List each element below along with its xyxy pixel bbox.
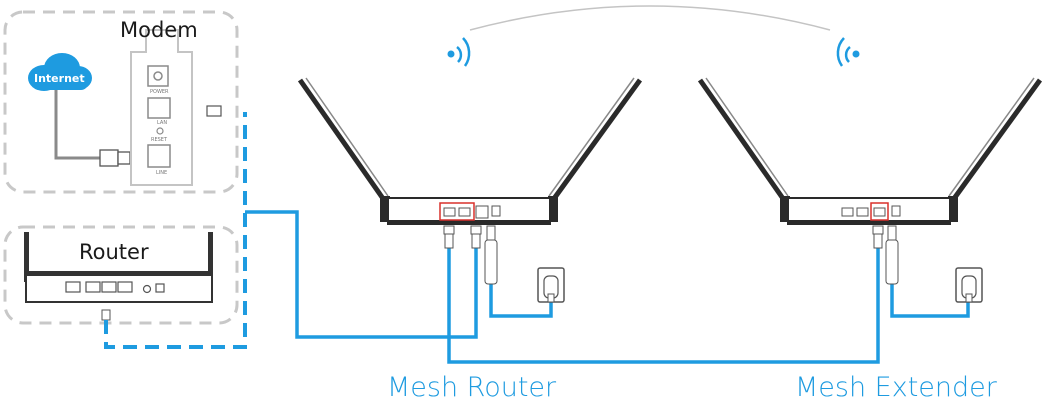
mesh-router-device: [297, 77, 643, 225]
ethernet-plug-icon: [470, 225, 482, 249]
wifi-signal-icon: [447, 37, 471, 67]
power-outlet-icon: [537, 267, 565, 303]
modem-device: [130, 29, 193, 186]
mesh-wireless-link: [469, 5, 831, 31]
modem-label: Modem: [120, 18, 198, 42]
modem-port-power: POWER: [150, 89, 169, 95]
internet-label: Internet: [34, 72, 85, 85]
internet-cable: [54, 90, 100, 160]
ethernet-plug-icon: [101, 309, 111, 321]
power-plug-icon: [484, 225, 498, 285]
mesh-extender-label: Mesh Extender: [795, 372, 997, 403]
mesh-extender-device: [697, 77, 1043, 225]
wifi-signal-icon: [836, 37, 860, 67]
mesh-router-power-cable: [489, 282, 553, 318]
modem-to-mesh-router-cable: [245, 210, 478, 339]
power-outlet-icon: [955, 267, 983, 303]
ethernet-plug-icon: [206, 105, 222, 117]
mesh-extender-power-cable: [890, 282, 970, 318]
ethernet-plug-icon: [99, 149, 119, 167]
router-uplink-dashed-cable: [104, 112, 247, 349]
modem-port-lan: LAN: [157, 120, 168, 126]
mesh-router-label: Mesh Router: [387, 372, 557, 403]
ethernet-plug-icon: [872, 225, 884, 249]
router-device: [24, 232, 213, 303]
modem-port-reset: RESET: [151, 137, 168, 143]
router-box: [3, 225, 239, 325]
router-label: Router: [79, 240, 149, 264]
ethernet-plug-icon: [443, 225, 455, 249]
mesh-router-to-extender-cable: [447, 246, 880, 364]
cloud-icon: [28, 53, 92, 91]
modem-port-line: LINE: [156, 170, 168, 176]
power-plug-icon: [885, 225, 899, 285]
